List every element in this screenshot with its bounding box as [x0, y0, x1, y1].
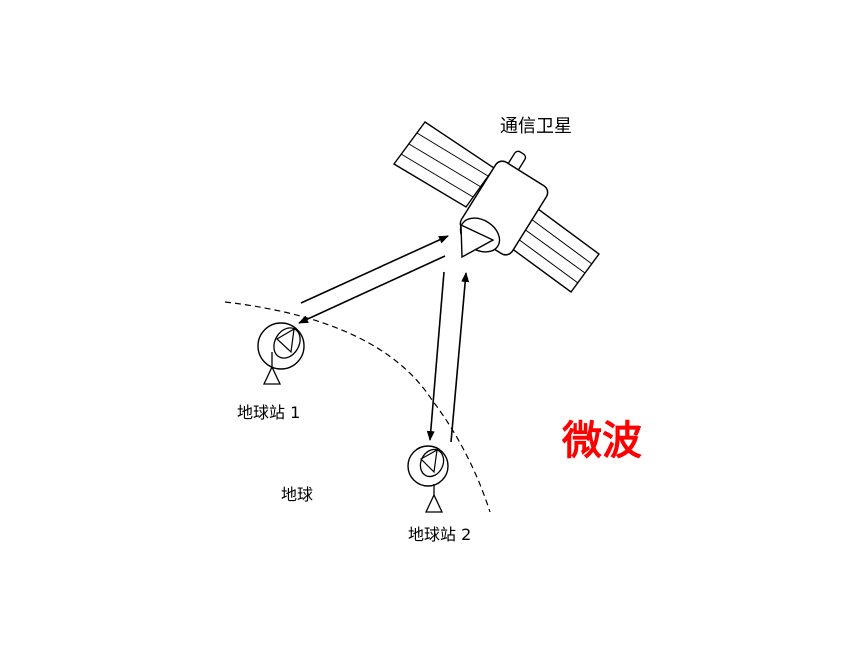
- satellite-body: [459, 160, 549, 259]
- satellite-label: 通信卫星: [500, 116, 572, 137]
- station-base-icon: [424, 493, 444, 513]
- earth-station-2: [407, 445, 449, 513]
- downlink-arrow-1: [298, 255, 446, 324]
- title-microwave: 微波: [562, 418, 642, 464]
- link-station1: [298, 235, 449, 324]
- downlink-arrow-2: [426, 271, 445, 441]
- earth-station-1: [257, 322, 305, 385]
- dish-feed-icon: [420, 448, 438, 474]
- earth-surface-curve: [224, 301, 491, 513]
- dish-feed-icon: [276, 327, 295, 354]
- satellite: [392, 121, 600, 293]
- earth-label: 地球: [281, 485, 313, 504]
- solar-panel-left: [392, 121, 495, 208]
- link-station2: [426, 271, 470, 443]
- satellite-antenna: [460, 223, 495, 259]
- uplink-arrow-2: [450, 272, 470, 443]
- station-base-icon: [262, 365, 282, 385]
- station1-label: 地球站 1: [237, 403, 300, 422]
- uplink-arrow-1: [300, 235, 449, 304]
- station2-label: 地球站 2: [408, 525, 471, 544]
